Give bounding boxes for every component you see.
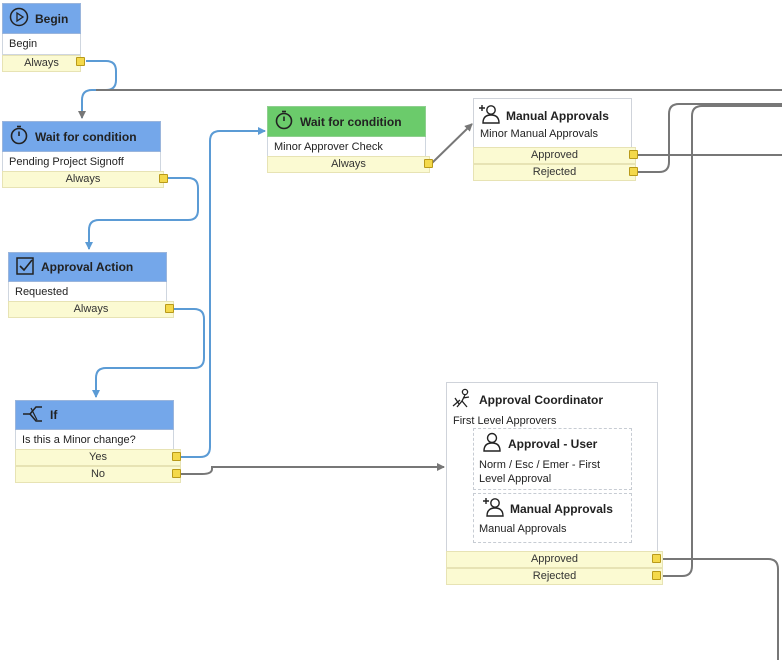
approval-coordinator-title: Approval Coordinator [479,392,604,407]
branch-label: Always [331,158,366,170]
approval-action-header: Approval Action [8,252,167,282]
approval-coordinator-body: First Level Approvers [453,415,557,427]
wait-pending-header: Wait for condition [2,121,161,152]
coordinator-port-rejected[interactable] [652,571,661,580]
branch-label: Approved [530,149,579,161]
approval-user-body: Norm / Esc / Emer - First Level Approval [479,459,600,485]
manual-approvals-port-rejected[interactable] [629,167,638,176]
manual-approvals-title: Manual Approvals [506,108,609,123]
wire-manual-rejected [638,103,782,173]
branch-label: Rejected [532,166,577,178]
user-icon [482,432,502,455]
if-header: If [15,400,174,430]
manual-approvals-body: Minor Manual Approvals [480,128,599,140]
wait-pending-branch-always[interactable]: Always [2,171,164,188]
branch-label: Rejected [532,570,577,582]
if-body: Is this a Minor change? [15,430,174,451]
wire-begin-to-wait [78,60,117,119]
begin-header: Begin [2,3,81,34]
play-circle-icon [9,7,29,30]
wire-coord-rejected [662,105,782,577]
approval-action-port-always[interactable] [165,304,174,313]
wait-minor-branch-always[interactable]: Always [267,156,430,173]
wire-coord-approved [662,558,779,660]
branch-label: Always [24,57,59,69]
begin-node[interactable]: Begin Begin Always [2,3,86,72]
branch-icon [22,404,44,427]
approval-coordinator-header: Approval Coordinator [451,388,603,411]
manual-approvals-sub-body: Manual Approvals [479,523,567,535]
approval-action-body: Requested [8,282,167,303]
manual-approvals-branch-rejected[interactable]: Rejected [473,164,636,181]
approval-action-branch-always[interactable]: Always [8,301,174,318]
manual-approvals-sub-title: Manual Approvals [510,501,613,516]
add-user-icon [478,104,500,127]
branch-label: Yes [89,451,107,463]
if-port-no[interactable] [172,469,181,478]
approval-coordinator-node[interactable]: Approval Coordinator First Level Approve… [446,382,666,586]
approval-coordinator-card: Approval Coordinator First Level Approve… [446,382,658,552]
wait-minor-node[interactable]: Wait for condition Minor Approver Check … [267,106,437,174]
coordinator-port-approved[interactable] [652,554,661,563]
manual-approvals-branch-approved[interactable]: Approved [473,147,636,164]
wait-pending-port-always[interactable] [159,174,168,183]
stopwatch-icon [9,125,29,148]
if-branch-yes[interactable]: Yes [15,449,181,466]
branch-label: No [90,468,106,480]
wait-minor-port-always[interactable] [424,159,433,168]
wait-minor-title: Wait for condition [300,114,402,129]
checkbox-icon [15,256,35,279]
if-branch-no[interactable]: No [15,466,181,483]
begin-branch-always[interactable]: Always [2,55,81,72]
begin-port-always[interactable] [76,57,85,66]
branch-label: Approved [530,553,579,565]
wire-approval-to-if [92,308,205,398]
approval-user-subnode[interactable]: Approval - User Norm / Esc / Emer - Firs… [473,428,632,490]
wire-wait-to-approval [85,177,199,250]
approval-user-header: Approval - User [482,432,597,455]
manual-approvals-sub-header: Manual Approvals [482,497,613,520]
wire-yes-to-wait-minor [181,127,266,458]
manual-approvals-subnode[interactable]: Manual Approvals Manual Approvals [473,493,632,543]
add-user-icon [482,497,504,520]
approval-action-node[interactable]: Approval Action Requested Always [8,252,178,318]
manual-approvals-node[interactable]: Manual Approvals Minor Manual Approvals … [473,98,643,182]
begin-body: Begin [2,34,81,55]
wait-minor-body: Minor Approver Check [267,137,426,158]
manual-approvals-card: Manual Approvals Minor Manual Approvals [473,98,632,148]
coordinator-icon [451,388,473,411]
approval-user-title: Approval - User [508,436,598,451]
approval-action-title: Approval Action [41,260,134,274]
coordinator-branch-approved[interactable]: Approved [446,551,663,568]
wire-wait-minor-to-manual [431,123,473,164]
wait-pending-title: Wait for condition [35,129,137,144]
wire-no-to-coordinator [181,463,445,475]
wait-pending-node[interactable]: Wait for condition Pending Project Signo… [2,121,172,188]
manual-approvals-port-approved[interactable] [629,150,638,159]
begin-title: Begin [35,11,69,26]
if-node[interactable]: If Is this a Minor change? Yes No [15,400,185,484]
if-title: If [50,408,58,422]
wait-minor-header: Wait for condition [267,106,426,137]
coordinator-branch-rejected[interactable]: Rejected [446,568,663,585]
wait-pending-body: Pending Project Signoff [2,152,161,173]
stopwatch-icon [274,110,294,133]
branch-label: Always [65,173,101,185]
if-port-yes[interactable] [172,452,181,461]
manual-approvals-header: Manual Approvals [478,104,609,127]
branch-label: Always [73,303,109,315]
